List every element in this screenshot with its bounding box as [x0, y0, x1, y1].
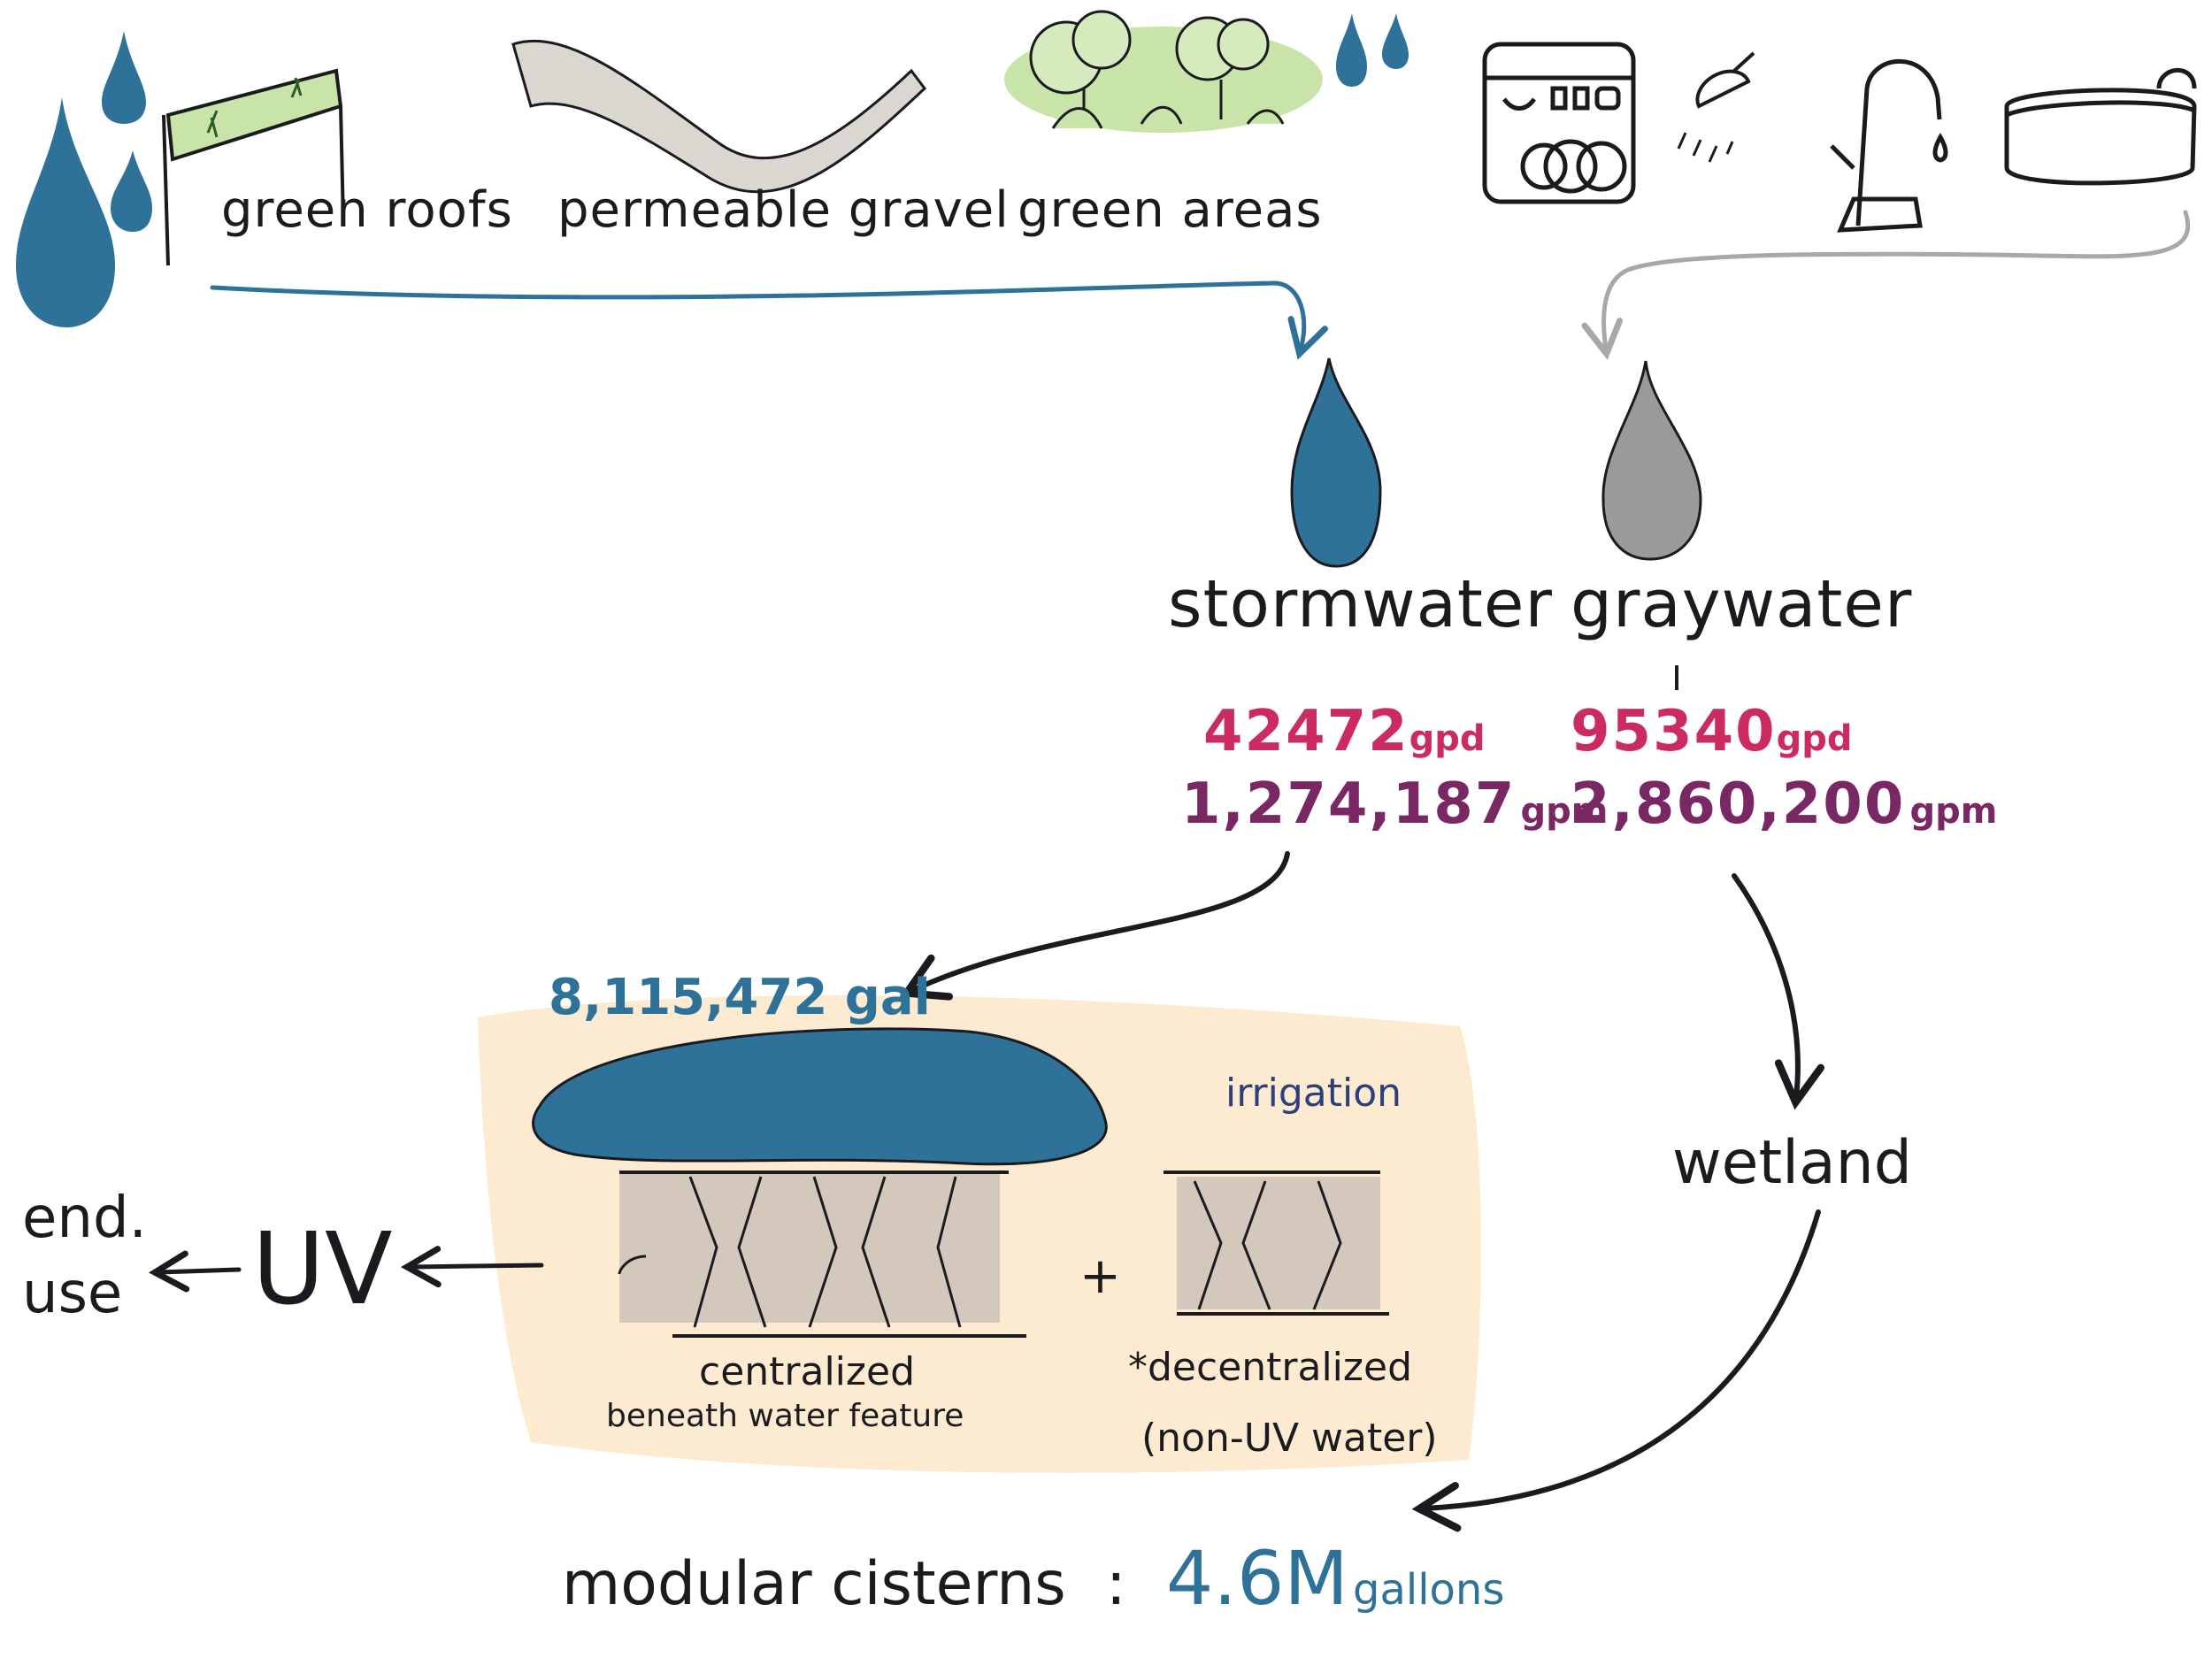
graywater-gpd-value: 95340 — [1571, 699, 1777, 764]
decentralized-cistern-icon — [1164, 1171, 1389, 1316]
summary-separator: : — [1105, 1549, 1126, 1619]
graywater-to-wetland-arrow — [1732, 873, 1825, 1110]
dishwasher-icon — [1482, 42, 1636, 204]
green-areas-label: green areas — [1018, 181, 1323, 239]
decentralized-note: (non-UV water) — [1141, 1416, 1438, 1461]
summary-label: modular cisterns — [562, 1549, 1066, 1619]
summary-value: 4.6M — [1165, 1535, 1348, 1622]
graywater-gpd-unit: gpd — [1776, 718, 1853, 759]
stormwater-label: stormwater — [1168, 566, 1553, 642]
graywater-drop-icon — [1601, 360, 1702, 561]
stormwater-drop-icon — [1290, 357, 1382, 568]
water-feature-pond — [532, 1027, 1108, 1166]
raindrop-icon — [16, 31, 152, 327]
graywater-gpm-value: 2,860,200 — [1571, 771, 1906, 837]
pond-volume-label: 8,115,472 gal — [549, 969, 931, 1026]
gravel-path-icon — [511, 39, 927, 194]
irrigation-label: irrigation — [1225, 1071, 1402, 1116]
decentralized-label: *decentralized — [1128, 1345, 1412, 1390]
green-roofs-label: green roofs — [221, 181, 513, 239]
tub-icon — [2004, 67, 2197, 186]
wetland-label: wetland — [1672, 1128, 1912, 1198]
faucet-icon — [1830, 58, 1948, 233]
wetland-to-cisterns-arrow — [1411, 1209, 1821, 1532]
shower-icon — [1677, 51, 1755, 163]
stormwater-gpd: 42472gpd — [1203, 699, 1486, 764]
permeable-gravel-label: permeable gravel — [557, 181, 1010, 239]
graywater-label: graywater — [1571, 566, 1913, 642]
stormwater-collector-arrow — [210, 280, 1328, 360]
summary-unit: gallons — [1353, 1565, 1505, 1615]
uv-to-end-use-arrow — [148, 1250, 242, 1293]
end-use-line1: end. — [22, 1186, 147, 1251]
end-use-line2: use — [22, 1261, 123, 1326]
stormwater-to-pond-arrow — [899, 851, 1290, 1001]
centralized-label: centralized — [699, 1349, 915, 1394]
stormwater-gpd-value: 42472 — [1203, 699, 1409, 764]
stormwater-gpm: 1,274,187 gpm — [1181, 771, 1608, 837]
centralized-cistern-icon — [618, 1171, 1026, 1338]
stormwater-gpm-unit: gpm — [1520, 791, 1609, 832]
graywater-gpd: 95340gpd — [1571, 699, 1853, 764]
trees-icon — [1004, 10, 1323, 133]
plus-sign: + — [1079, 1247, 1121, 1305]
graywater-gpm: 2,860,200 gpm — [1571, 771, 1997, 837]
graywater-collector-arrow — [1581, 210, 2191, 360]
green-roof-icon — [162, 68, 345, 266]
uv-label: UV — [252, 1212, 393, 1327]
graywater-gpm-unit: gpm — [1909, 791, 1998, 832]
stormwater-gpd-unit: gpd — [1409, 718, 1486, 759]
raindrop-icon — [1336, 13, 1409, 87]
stormwater-gpm-value: 1,274,187 — [1181, 771, 1517, 837]
centralized-note: beneath water feature — [606, 1398, 964, 1434]
cistern-to-uv-arrow — [400, 1246, 544, 1288]
summary-line: modular cisterns : 4.6M gallons — [562, 1535, 1504, 1622]
